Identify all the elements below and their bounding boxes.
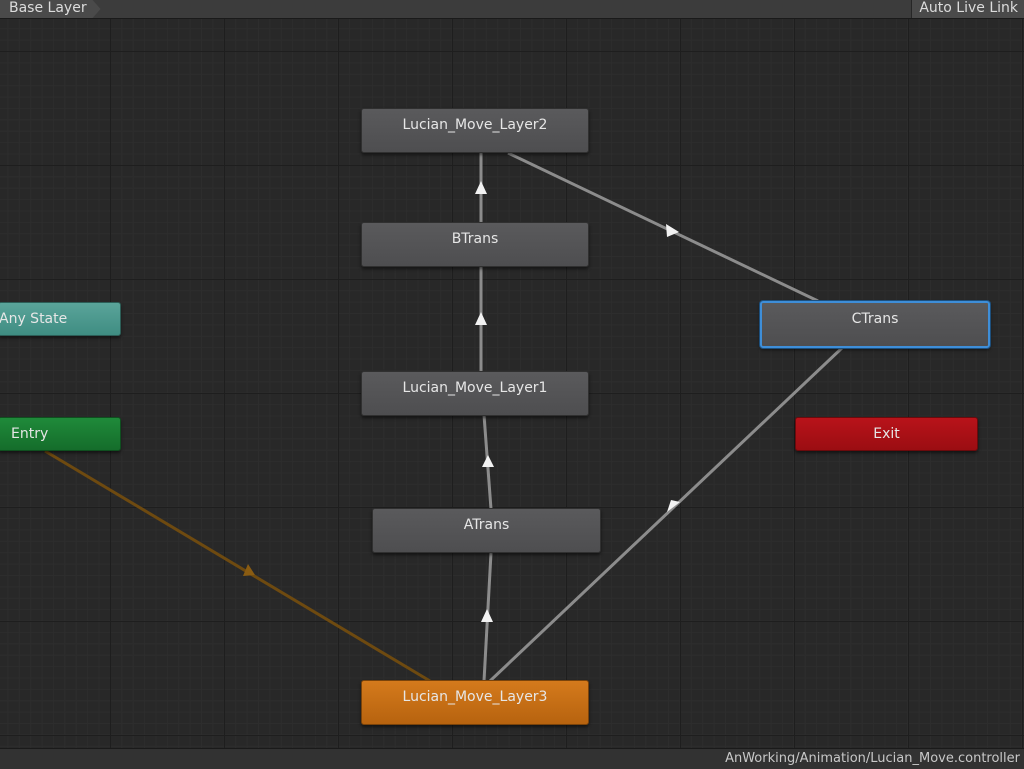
breadcrumb-base-layer[interactable]: Base Layer [0,0,101,18]
transition-arrow-icon [666,224,679,237]
state-label: CTrans [851,311,899,327]
state-label: ATrans [463,517,510,533]
transition-arrow-icon [475,312,487,325]
transition-layer2-to-ctrans[interactable] [507,151,819,303]
status-bar: AnWorking/Animation/Lucian_Move.controll… [0,748,1024,769]
state-label: Lucian_Move_Layer1 [402,380,548,396]
transition-arrow-icon [481,609,493,622]
transition-arrow-icon [475,181,487,194]
transition-layer3-to-atrans[interactable] [481,552,493,682]
transition-btrans-to-layer2[interactable] [475,153,487,223]
transition-arrow-icon [243,564,255,576]
controller-asset-path: AnWorking/Animation/Lucian_Move.controll… [725,751,1020,766]
transition-arrow-icon [482,455,494,467]
state-node-atrans[interactable]: ATrans [372,508,601,553]
any-state-node[interactable]: Any State [0,302,121,336]
state-node-btrans[interactable]: BTrans [361,222,589,267]
state-label: Lucian_Move_Layer2 [402,117,548,133]
state-node-ctrans[interactable]: CTrans [760,301,990,348]
state-node-lucian-move-layer3[interactable]: Lucian_Move_Layer3 [361,680,589,725]
state-node-lucian-move-layer2[interactable]: Lucian_Move_Layer2 [361,108,589,153]
transition-ctrans-to-layer3[interactable] [488,345,845,683]
state-label: Any State [0,311,68,327]
state-node-lucian-move-layer1[interactable]: Lucian_Move_Layer1 [361,371,589,416]
state-label: BTrans [451,231,499,247]
state-label: Exit [873,426,900,442]
state-label: Lucian_Move_Layer3 [402,689,548,705]
entry-node[interactable]: Entry [0,417,121,451]
exit-node[interactable]: Exit [795,417,978,451]
toolbar: Base Layer Auto Live Link [0,0,1024,19]
state-label: Entry [11,426,49,442]
transition-entry-to-layer3[interactable] [44,449,431,683]
transition-layer1-to-btrans[interactable] [475,267,487,372]
auto-live-link-toggle[interactable]: Auto Live Link [911,0,1024,18]
transition-arrow-icon [667,500,680,512]
transition-atrans-to-layer1[interactable] [482,414,494,510]
